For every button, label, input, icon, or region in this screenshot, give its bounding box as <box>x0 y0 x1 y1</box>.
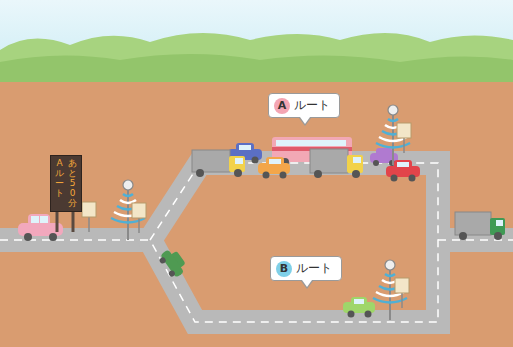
route-callout: Bルート <box>270 256 342 281</box>
route-sign: Aルートあと50分 <box>50 155 82 212</box>
route-callout: Aルート <box>268 93 340 118</box>
sign-text: Aルート <box>55 159 64 208</box>
route-label: ルート <box>296 260 332 277</box>
sign-text: あと50分 <box>68 159 77 208</box>
callout-tail <box>299 118 311 126</box>
route-label: ルート <box>294 97 330 114</box>
route-letter: A <box>274 98 290 114</box>
route-letter: B <box>276 261 292 277</box>
callout-tail <box>301 281 313 289</box>
